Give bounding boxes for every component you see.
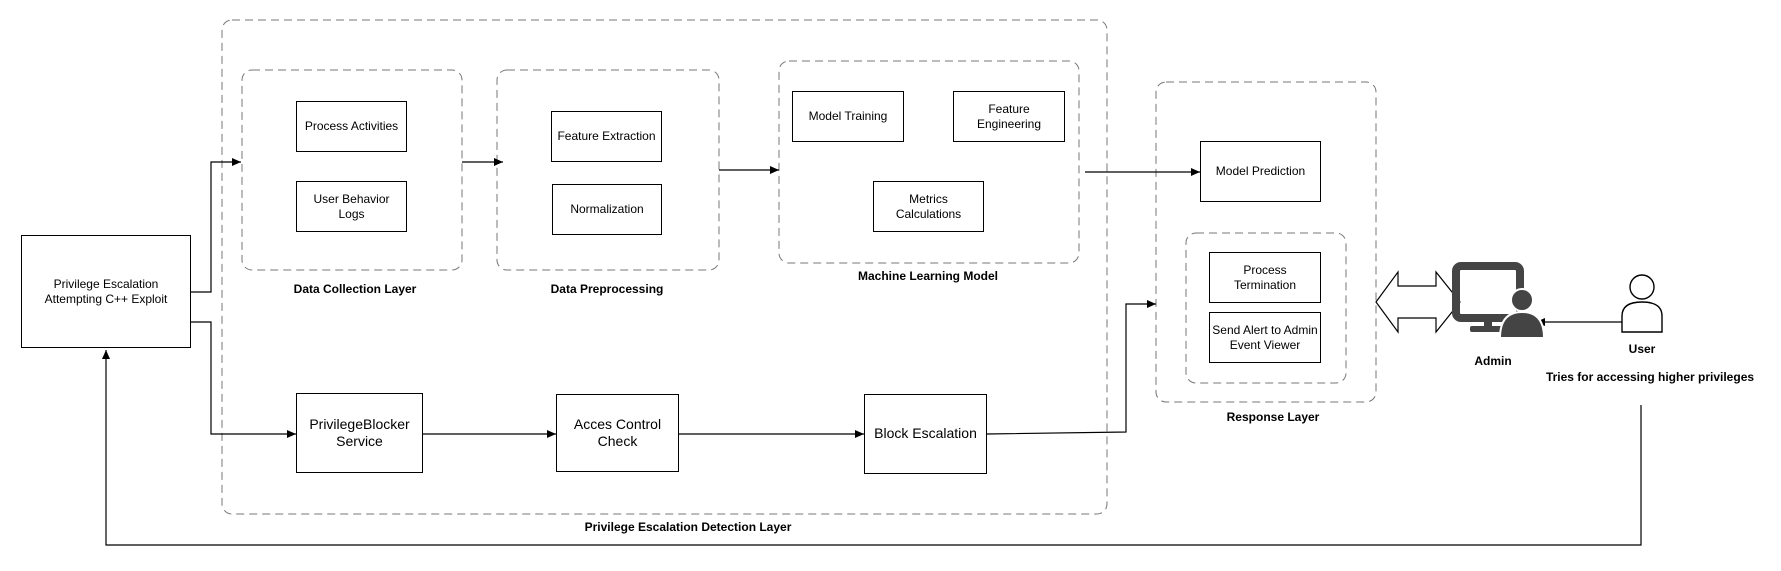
admin-label: Admin: [1474, 354, 1512, 368]
block-escalation-box: Block Escalation: [864, 394, 987, 474]
process-termination-box: Process Termination: [1209, 252, 1321, 303]
person-outline-icon: [1621, 274, 1663, 333]
data-collection-label: Data Collection Layer: [293, 282, 417, 296]
user-note: Tries for accessing higher privileges: [1545, 370, 1755, 384]
user-label: User: [1628, 342, 1656, 356]
model-training-box: Model Training: [792, 91, 904, 142]
arrow-block-to-response: [986, 300, 1156, 435]
metrics-calculations-box: Metrics Calculations: [873, 181, 984, 232]
detection-layer-label: Privilege Escalation Detection Layer: [584, 520, 792, 534]
arrow-exploit-to-blocker: [191, 321, 296, 438]
arrow-user-to-exploit: [102, 350, 1642, 546]
response-actions-container: [1185, 232, 1347, 384]
ml-model-label: Machine Learning Model: [857, 269, 999, 283]
response-layer-label: Response Layer: [1226, 410, 1320, 424]
response-layer-container: [1155, 81, 1377, 403]
user-behavior-logs-box: User Behavior Logs: [296, 181, 407, 232]
send-alert-box: Send Alert to Admin Event Viewer: [1209, 312, 1321, 363]
arrow-exploit-to-collection: [191, 158, 241, 293]
feature-engineering-box: Feature Engineering: [953, 91, 1065, 142]
process-activities-box: Process Activities: [296, 101, 407, 152]
exploit-box: Privilege Escalation Attempting C++ Expl…: [21, 235, 191, 348]
monitor-with-person-icon: [1452, 262, 1546, 339]
data-preprocessing-label: Data Preprocessing: [550, 282, 664, 296]
data-preprocessing-container: [496, 69, 720, 271]
data-collection-container: [241, 69, 463, 271]
feature-extraction-box: Feature Extraction: [551, 111, 662, 162]
access-control-box: Acces Control Check: [556, 394, 679, 472]
model-prediction-box: Model Prediction: [1200, 141, 1321, 202]
double-headed-arrow-icon: [1375, 270, 1461, 334]
privilege-blocker-box: PrivilegeBlocker Service: [296, 393, 423, 473]
normalization-box: Normalization: [552, 184, 662, 235]
detection-layer-container: [221, 19, 1108, 515]
